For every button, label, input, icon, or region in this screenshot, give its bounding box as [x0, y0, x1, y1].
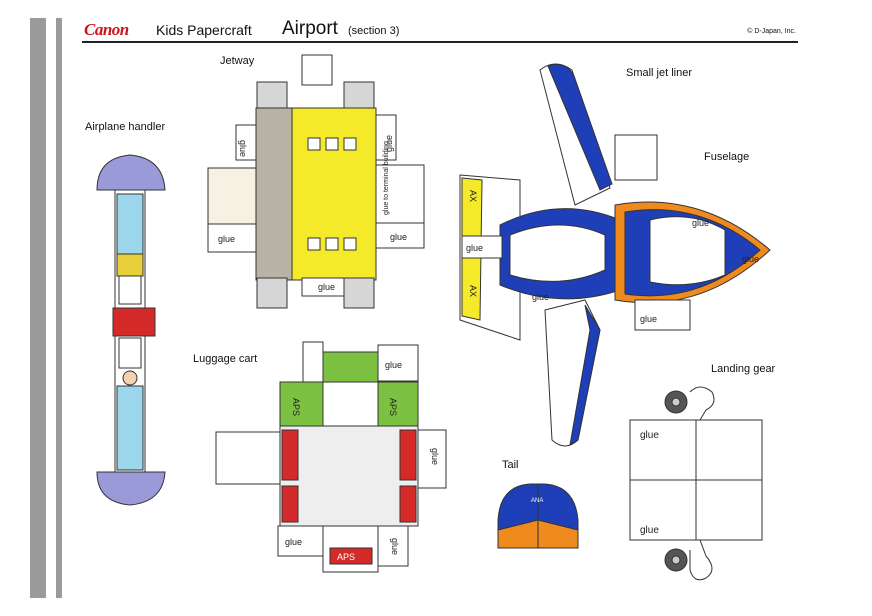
- landing-gear-text: glue glue: [640, 430, 659, 536]
- jetway-floor: [255, 107, 293, 281]
- glue-label: glue: [318, 282, 335, 292]
- cart-front-red: [329, 547, 373, 565]
- handler-arms-bottom: [118, 337, 142, 369]
- aps-label: APS: [337, 552, 355, 562]
- jetway-glue-labels: glue glue glue glue glue: [218, 135, 407, 292]
- glue-label: glue: [742, 254, 759, 264]
- label-landing-gear: Landing gear: [711, 363, 776, 375]
- glue-label: glue: [285, 537, 302, 547]
- label-airplane-handler: Airplane handler: [85, 121, 166, 133]
- handler-bottom-cap: [96, 471, 166, 506]
- series-title: Kids Papercraft: [156, 22, 252, 38]
- tail-part: [497, 483, 579, 549]
- cart-green-right: [377, 381, 419, 427]
- jet-body-window: [509, 224, 606, 282]
- wheel-bottom-hub: [671, 555, 681, 565]
- handler-cone-box: [112, 307, 156, 337]
- airplane-handler-part: [96, 154, 166, 506]
- handler-body-bottom: [116, 385, 144, 471]
- label-jetway: Jetway: [220, 55, 255, 67]
- jetway-frame-tl: [256, 81, 288, 109]
- canon-logo: Canon: [84, 20, 129, 39]
- header-rule: [82, 41, 798, 43]
- cart-text: glue glue glue glue APS APS APS: [285, 360, 440, 562]
- glue-label: glue: [430, 448, 440, 465]
- glue-label: glue: [640, 314, 657, 324]
- cart-red-right-2: [399, 485, 417, 523]
- page-header: Canon Kids Papercraft Airport (section 3…: [84, 18, 796, 42]
- section-label: (section 3): [348, 25, 400, 37]
- aps-label: APS: [388, 398, 398, 416]
- cart-flap-tl: [302, 341, 324, 383]
- jetway-top-tab: [301, 54, 333, 86]
- jetway-end-panel: [207, 167, 257, 225]
- glue-label: glue: [385, 360, 402, 370]
- glue-label: glue: [238, 140, 248, 157]
- wheel-top-hub: [671, 397, 681, 407]
- cart-green-top: [322, 351, 379, 383]
- jetway-windows: [307, 137, 357, 251]
- jetway-frame-br: [343, 277, 375, 309]
- jetway-glue-right: [375, 114, 397, 161]
- handler-legs-top: [116, 193, 144, 255]
- jet-top-flap: [614, 134, 658, 181]
- glue-label: glue: [532, 292, 549, 302]
- glue-label: glue: [466, 243, 483, 253]
- glue-label: glue: [384, 135, 394, 152]
- label-tail: Tail: [502, 459, 519, 471]
- left-margin-bar-wide: [30, 18, 46, 598]
- jet-text: glue glue glue glue glue AX AX: [466, 190, 759, 324]
- handler-head: [122, 370, 138, 386]
- aps-label: APS: [291, 398, 301, 416]
- ax-label: AX: [468, 190, 478, 202]
- jet-liner-part: [459, 63, 771, 447]
- cart-glue-bl: [277, 525, 324, 557]
- jetway-glue-bottom-right: [375, 222, 425, 249]
- jet-lower-wing-stripe: [569, 304, 601, 447]
- luggage-cart-part: [215, 341, 447, 573]
- copyright: © D-Japan, Inc.: [747, 28, 796, 35]
- cart-luggage-area: [279, 425, 419, 527]
- cart-glue-br: [377, 525, 409, 567]
- page-title: Airport: [282, 18, 338, 39]
- cart-green-left: [279, 381, 324, 427]
- jetway-frame-tr: [343, 81, 375, 109]
- glue-label: glue: [640, 430, 659, 441]
- handler-arms-top: [118, 275, 142, 305]
- glue-label: glue: [390, 538, 400, 555]
- jet-glue-left: [461, 235, 503, 259]
- label-small-jet-liner: Small jet liner: [626, 67, 693, 79]
- cart-side-left: [215, 431, 281, 485]
- fuselage-cockpit: [649, 216, 726, 286]
- cart-red-left-1: [281, 429, 299, 481]
- cart-glue-right: [417, 429, 447, 489]
- glue-label: glue: [390, 232, 407, 242]
- ana-label: ANA: [531, 498, 543, 504]
- left-margin-bar-narrow: [56, 18, 62, 598]
- handler-vest-top: [116, 253, 144, 277]
- cart-center-top: [322, 381, 379, 427]
- jetway-terminal-panel: [375, 164, 425, 224]
- label-luggage-cart: Luggage cart: [193, 353, 258, 365]
- jetway-frame-bl: [256, 277, 288, 309]
- jetway-part: [207, 54, 425, 309]
- label-fuselage: Fuselage: [704, 151, 750, 163]
- glue-to-terminal-label: glue to terminal building: [383, 141, 390, 215]
- handler-top-cap: [96, 154, 166, 191]
- jet-upper-wing-stripe: [547, 63, 613, 191]
- cart-red-left-2: [281, 485, 299, 523]
- jetway-glue-bottom-left: [207, 223, 257, 253]
- glue-label: glue: [640, 525, 659, 536]
- jetway-glue-left: [235, 124, 257, 161]
- cart-red-right-1: [399, 429, 417, 481]
- fuselage-glue-flap: [634, 299, 691, 331]
- glue-label: glue: [692, 218, 709, 228]
- jetway-wall: [291, 107, 377, 281]
- ax-label: AX: [468, 285, 478, 297]
- glue-label: glue: [218, 234, 235, 244]
- landing-gear-part: [629, 386, 763, 581]
